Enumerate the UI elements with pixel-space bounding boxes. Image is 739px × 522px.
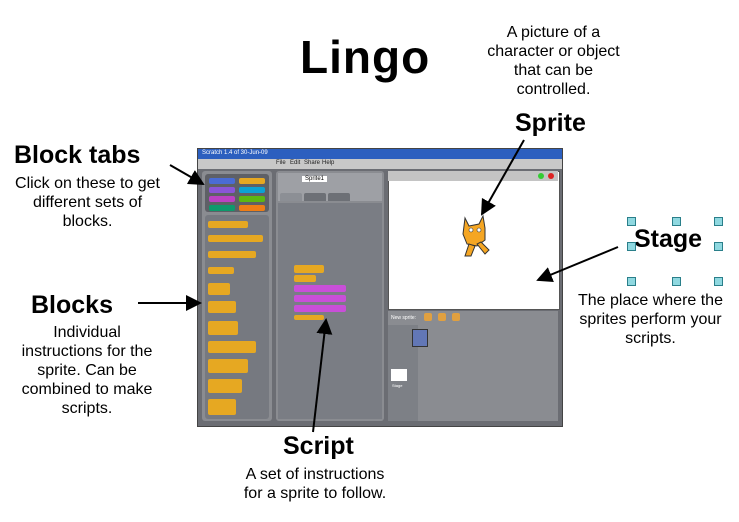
blocks-description: Individual instructions for the sprite. … [21,324,153,417]
menu-bar: File Edit Share Help [198,159,562,169]
block-palette [205,215,269,419]
sprite-arrow [481,139,525,216]
tab-variables[interactable] [239,205,265,211]
tab-sensing[interactable] [239,187,265,193]
scripts-pane: Sprite1 [276,171,384,421]
script-sound-block[interactable] [294,285,346,292]
import-sprite-icon[interactable] [438,313,446,321]
script-heading: Script [283,432,354,460]
block[interactable] [208,283,230,295]
block-tabs-heading: Block tabs [14,141,141,169]
tab-sound[interactable] [209,196,235,202]
script-description: A set of instructions for a sprite to fo… [243,466,387,502]
scratch-screenshot: Scratch 1.4 of 30-Jun-09 File Edit Share… [197,148,563,427]
cat-sprite-icon[interactable] [455,212,495,260]
stage-toolbar [388,171,558,181]
block-tabs-description: Click on these to get different sets of … [15,175,160,230]
block-tabs [205,174,269,212]
selection-handle [714,242,723,251]
random-sprite-icon[interactable] [452,313,460,321]
tab-looks[interactable] [209,187,235,193]
block[interactable] [208,235,263,242]
script-sound-block[interactable] [294,305,346,312]
stage-area[interactable] [388,171,560,310]
block[interactable] [208,251,256,258]
tab-sounds[interactable] [328,193,350,201]
tab-control[interactable] [239,178,265,184]
script-arrow [312,318,333,433]
sprite-description: A picture of a character or object that … [487,24,620,98]
green-flag-icon[interactable] [538,173,544,179]
menu-file[interactable]: File [276,160,286,166]
tab-scripts[interactable] [280,193,302,201]
page-title: Lingo [300,31,431,83]
block-tabs-arrow [169,164,205,185]
block[interactable] [208,341,256,353]
selection-handle [627,242,636,251]
paint-sprite-icon[interactable] [424,313,432,321]
script-hat-block[interactable] [294,265,324,273]
blocks-heading: Blocks [31,291,113,319]
selection-handle [672,277,681,286]
window-title: Scratch 1.4 of 30-Jun-09 [202,150,268,156]
stage-arrow [536,246,619,283]
menu-edit[interactable]: Edit [290,160,301,166]
tab-operators[interactable] [239,196,265,202]
script-block[interactable] [294,275,316,282]
stage-description: The place where the sprites perform your… [578,292,723,347]
selection-handle [627,217,636,226]
new-sprite-label: New sprite: [391,315,417,321]
menu-help[interactable]: Help [322,160,335,166]
block[interactable] [208,321,238,335]
script-sound-block[interactable] [294,295,346,302]
menu-share[interactable]: Share [304,160,321,166]
sprite-thumbnail[interactable] [412,329,428,347]
stop-icon[interactable] [548,173,554,179]
selection-handle [714,277,723,286]
stage-thumbnail[interactable] [391,369,407,381]
block[interactable] [208,221,248,228]
selection-handle [672,217,681,226]
script-block-end[interactable] [294,315,324,320]
script-area [278,203,382,419]
selection-handle [714,217,723,226]
sprite-list: New sprite: Stage [388,311,558,421]
stage-heading: Stage [634,225,703,253]
blocks-pane [202,171,272,421]
block[interactable] [208,399,236,415]
block[interactable] [208,267,234,274]
block[interactable] [208,379,242,393]
window-titlebar: Scratch 1.4 of 30-Jun-09 [198,149,562,159]
block[interactable] [208,301,236,313]
tab-pen[interactable] [209,205,235,211]
block[interactable] [208,359,248,373]
tab-motion[interactable] [209,178,235,184]
sprite-name-field[interactable]: Sprite1 [302,176,328,182]
selection-handle [627,277,636,286]
sprite-heading: Sprite [515,109,586,137]
stage-thumb-label: Stage [392,383,403,388]
tab-costumes[interactable] [304,193,326,201]
